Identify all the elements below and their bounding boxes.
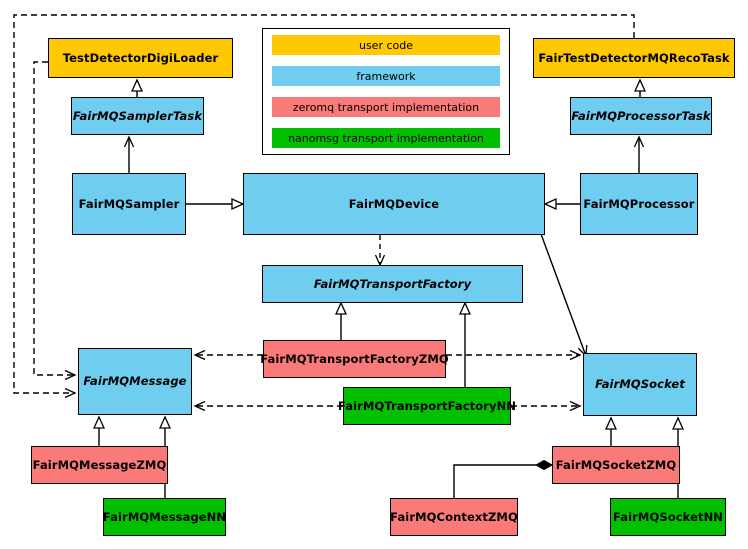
class-node-fairmqsocketzmq[interactable]: FairMQSocketZMQ (552, 446, 680, 484)
class-label: FairMQMessageZMQ (32, 457, 167, 472)
legend-label: user code (358, 38, 414, 52)
class-label: FairMQSocketNN (612, 509, 724, 524)
class-node-fairmqsocket[interactable]: FairMQSocket (583, 353, 697, 416)
class-label: FairMQContextZMQ (390, 509, 518, 524)
class-label: FairMQSamplerTask (72, 108, 203, 123)
class-node-fairmqtransportfactoryzmq[interactable]: FairMQTransportFactoryZMQ (260, 340, 449, 378)
class-label: FairMQSocketZMQ (555, 457, 677, 472)
class-node-fairmqmessage[interactable]: FairMQMessage (78, 348, 192, 415)
class-node-fairmqmessagezmq[interactable]: FairMQMessageZMQ (31, 446, 168, 484)
class-label: FairMQMessageNN (102, 509, 227, 524)
class-node-fairmqprocessor[interactable]: FairMQProcessor (580, 173, 698, 235)
legend-item-zeromq: zeromq transport implementation (272, 97, 500, 117)
class-node-fairmqsocketnn[interactable]: FairMQSocketNN (610, 498, 726, 536)
class-node-fairmqsamplertask[interactable]: FairMQSamplerTask (71, 97, 204, 135)
legend-item-nanomsg: nanomsg transport implementation (272, 128, 500, 148)
class-node-fairtestdetectormqrecotask[interactable]: FairTestDetectorMQRecoTask (533, 38, 735, 78)
class-label: FairMQSampler (78, 196, 180, 211)
class-label: FairTestDetectorMQRecoTask (538, 50, 730, 65)
class-node-fairmqprocessortask[interactable]: FairMQProcessorTask (570, 97, 712, 135)
legend-label: zeromq transport implementation (292, 100, 480, 114)
class-node-fairmqtransportfactory[interactable]: FairMQTransportFactory (262, 265, 523, 303)
class-label: FairMQTransportFactoryZMQ (260, 351, 449, 366)
class-node-fairmqmessagenn[interactable]: FairMQMessageNN (103, 498, 226, 536)
class-label: FairMQDevice (348, 196, 440, 211)
class-node-testdetectordigiloader[interactable]: TestDetectorDigiLoader (48, 38, 233, 78)
class-label: TestDetectorDigiLoader (62, 50, 219, 65)
class-node-fairmqtransportfactorynn[interactable]: FairMQTransportFactoryNN (338, 387, 516, 425)
class-label: FairMQMessage (83, 374, 187, 389)
class-node-fairmqsampler[interactable]: FairMQSampler (72, 173, 186, 235)
legend-item-framework: framework (272, 66, 500, 86)
legend-label: nanomsg transport implementation (288, 131, 484, 145)
class-label: FairMQProcessor (583, 196, 695, 211)
class-label: FairMQProcessorTask (571, 108, 711, 123)
edge-device-to-socket (540, 233, 588, 358)
legend: user code framework zeromq transport imp… (262, 28, 510, 155)
edge-digiloader-to-message (33, 61, 77, 381)
edge-contextzmq-to-socketzmq (453, 459, 554, 498)
class-label: FairMQTransportFactoryNN (337, 398, 517, 413)
class-node-fairmqdevice[interactable]: FairMQDevice (243, 173, 545, 235)
class-node-fairmqcontextzmq[interactable]: FairMQContextZMQ (390, 498, 518, 536)
class-label: FairMQSocket (595, 377, 685, 392)
class-label: FairMQTransportFactory (313, 276, 472, 291)
legend-label: framework (356, 69, 416, 83)
legend-item-user-code: user code (272, 35, 500, 55)
